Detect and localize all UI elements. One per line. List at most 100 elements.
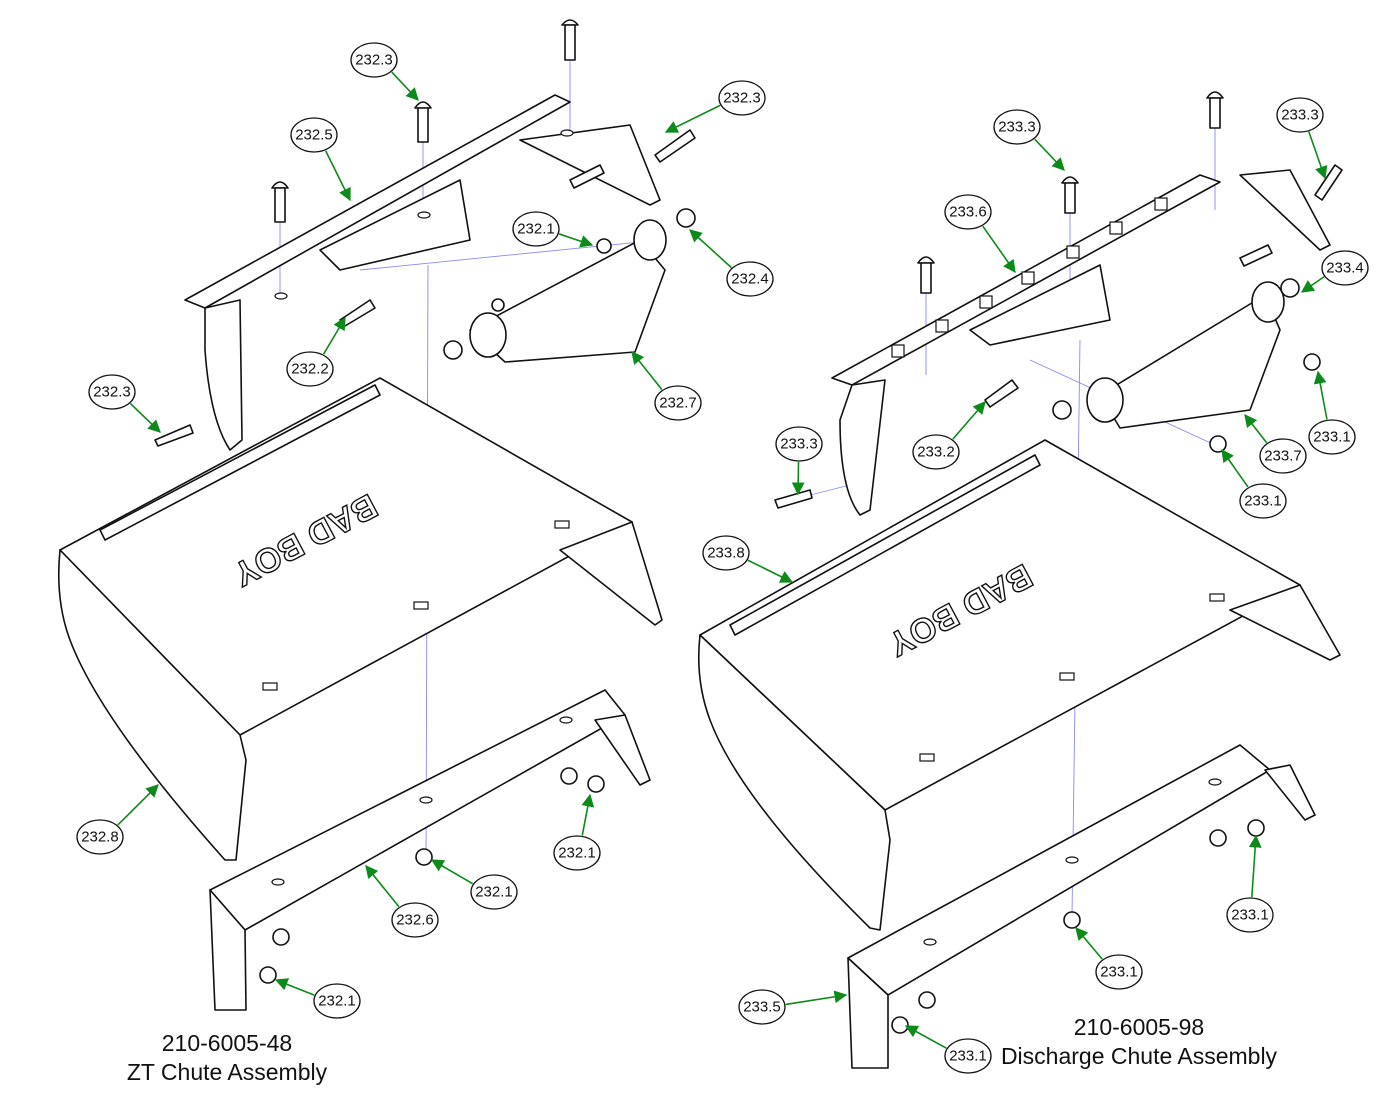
leader-arrow	[1248, 834, 1262, 898]
callout-233-6: 233.6	[944, 194, 1016, 274]
callout-label: 233.3	[780, 436, 818, 453]
callout-232-3: 232.3	[88, 374, 161, 433]
callout-label: 233.1	[949, 1048, 987, 1065]
callout-layer: 232.3 232.3 232.5 232.1 232.4 232.2 232.7 232.3…	[76, 42, 1369, 1074]
callout-bubble	[470, 874, 518, 910]
zt-chute-assembly-drawing: BAD BOY	[58, 19, 696, 1011]
callout-label: 233.1	[1100, 964, 1138, 981]
chute-body-233-8: BAD BOY	[698, 439, 1341, 931]
callout-bubble	[1308, 419, 1356, 455]
callout-233-5: 233.5	[738, 989, 848, 1025]
callout-label: 233.3	[998, 119, 1036, 136]
callout-bubble	[313, 983, 361, 1019]
callout-233-1: 233.1	[1308, 370, 1356, 455]
callout-232-1: 232.1	[430, 859, 518, 910]
callout-bubble	[1226, 897, 1274, 933]
leader-arrow	[1313, 370, 1328, 420]
callout-232-5: 232.5	[290, 117, 351, 202]
callout-bubble	[512, 211, 560, 247]
assembly-name: Discharge Chute Assembly	[1000, 1043, 1278, 1069]
callout-bubble	[290, 117, 338, 153]
callout-233-1: 233.1	[1226, 834, 1274, 933]
callout-233-4: 233.4	[1300, 250, 1369, 293]
callout-232-3: 232.3	[350, 42, 419, 101]
callout-232-1: 232.1	[274, 978, 361, 1019]
callout-bubble	[1239, 483, 1287, 519]
callout-233-1: 233.1	[1221, 448, 1287, 519]
leader-arrow	[129, 402, 161, 433]
leader-arrow	[952, 401, 986, 440]
callout-label: 232.3	[723, 90, 761, 107]
leader-arrow	[904, 1025, 947, 1049]
callout-232-6: 232.6	[365, 865, 439, 938]
callout-label: 233.4	[1326, 260, 1364, 277]
callout-232-2: 232.2	[286, 316, 346, 387]
part-number: 210-6005-98	[1073, 1014, 1205, 1040]
callout-232-1: 232.1	[512, 211, 594, 248]
callout-bubble	[1321, 250, 1369, 286]
leader-arrow	[322, 316, 346, 355]
callout-label: 233.8	[707, 545, 745, 562]
callout-bubble	[1095, 954, 1143, 990]
callout-label: 233.2	[917, 444, 955, 461]
callout-bubble	[718, 80, 766, 116]
leader-arrow	[791, 461, 805, 496]
callout-bubble	[912, 434, 960, 470]
discharge-chute-assembly-drawing: BAD BOY	[698, 91, 1343, 1069]
callout-232-1: 232.1	[553, 793, 601, 871]
callout-232-7: 232.7	[631, 350, 702, 421]
callout-232-8: 232.8	[76, 784, 159, 855]
chute-body-232-8: BAD BOY	[58, 377, 663, 861]
callout-label: 232.7	[659, 395, 697, 412]
callout-bubble	[738, 989, 786, 1025]
callout-bubble	[350, 42, 398, 78]
callout-bubble	[88, 374, 136, 410]
callout-bubble	[76, 819, 124, 855]
callout-label: 233.1	[1231, 907, 1269, 924]
leader-arrow	[1075, 927, 1103, 960]
bottom-bracket-233-5	[847, 744, 1316, 1069]
leader-arrow	[558, 233, 594, 248]
callout-bubble	[775, 426, 823, 462]
callout-233-7: 233.7	[1244, 413, 1307, 474]
leader-arrow	[1034, 138, 1065, 171]
leader-arrow	[1221, 448, 1249, 488]
callout-label: 232.4	[731, 271, 769, 288]
carriage-bolts	[154, 19, 696, 447]
callout-label: 232.3	[355, 52, 393, 69]
callout-bubble	[702, 535, 750, 571]
callout-233-2: 233.2	[912, 401, 986, 470]
callout-label: 233.6	[949, 204, 987, 221]
leader-arrow	[581, 793, 595, 836]
callout-bubble	[993, 109, 1041, 145]
callout-233-3: 233.3	[775, 426, 823, 496]
pivot-bracket-233-7	[1052, 278, 1321, 453]
leader-arrow	[324, 150, 351, 202]
callout-233-8: 233.8	[702, 535, 794, 583]
leader-arrow	[365, 865, 400, 908]
callout-233-3: 233.3	[1276, 97, 1328, 180]
callout-label: 232.1	[475, 884, 513, 901]
callout-bubble	[553, 835, 601, 871]
callout-bubble	[944, 1038, 992, 1074]
callout-label: 232.8	[81, 829, 119, 846]
zt-chute-assembly-title: 210-6005-48 ZT Chute Assembly	[77, 1029, 377, 1087]
chute-bracket-233-6	[831, 169, 1331, 516]
callout-233-3: 233.3	[993, 109, 1065, 171]
callout-label: 233.1	[1244, 493, 1282, 510]
leader-arrow	[689, 229, 732, 269]
callout-bubble	[726, 261, 774, 297]
pivot-bracket-232-7	[443, 208, 696, 363]
leader-arrow	[117, 784, 159, 826]
leader-arrow	[982, 225, 1016, 274]
leader-arrow	[274, 978, 315, 996]
callout-label: 232.1	[318, 993, 356, 1010]
leader-arrow	[785, 990, 848, 1006]
callout-label: 232.3	[93, 384, 131, 401]
chute-bracket-232-5	[184, 94, 661, 451]
leader-arrow	[430, 859, 474, 885]
callout-bubble	[944, 194, 992, 230]
assembly-name: ZT Chute Assembly	[126, 1059, 328, 1085]
